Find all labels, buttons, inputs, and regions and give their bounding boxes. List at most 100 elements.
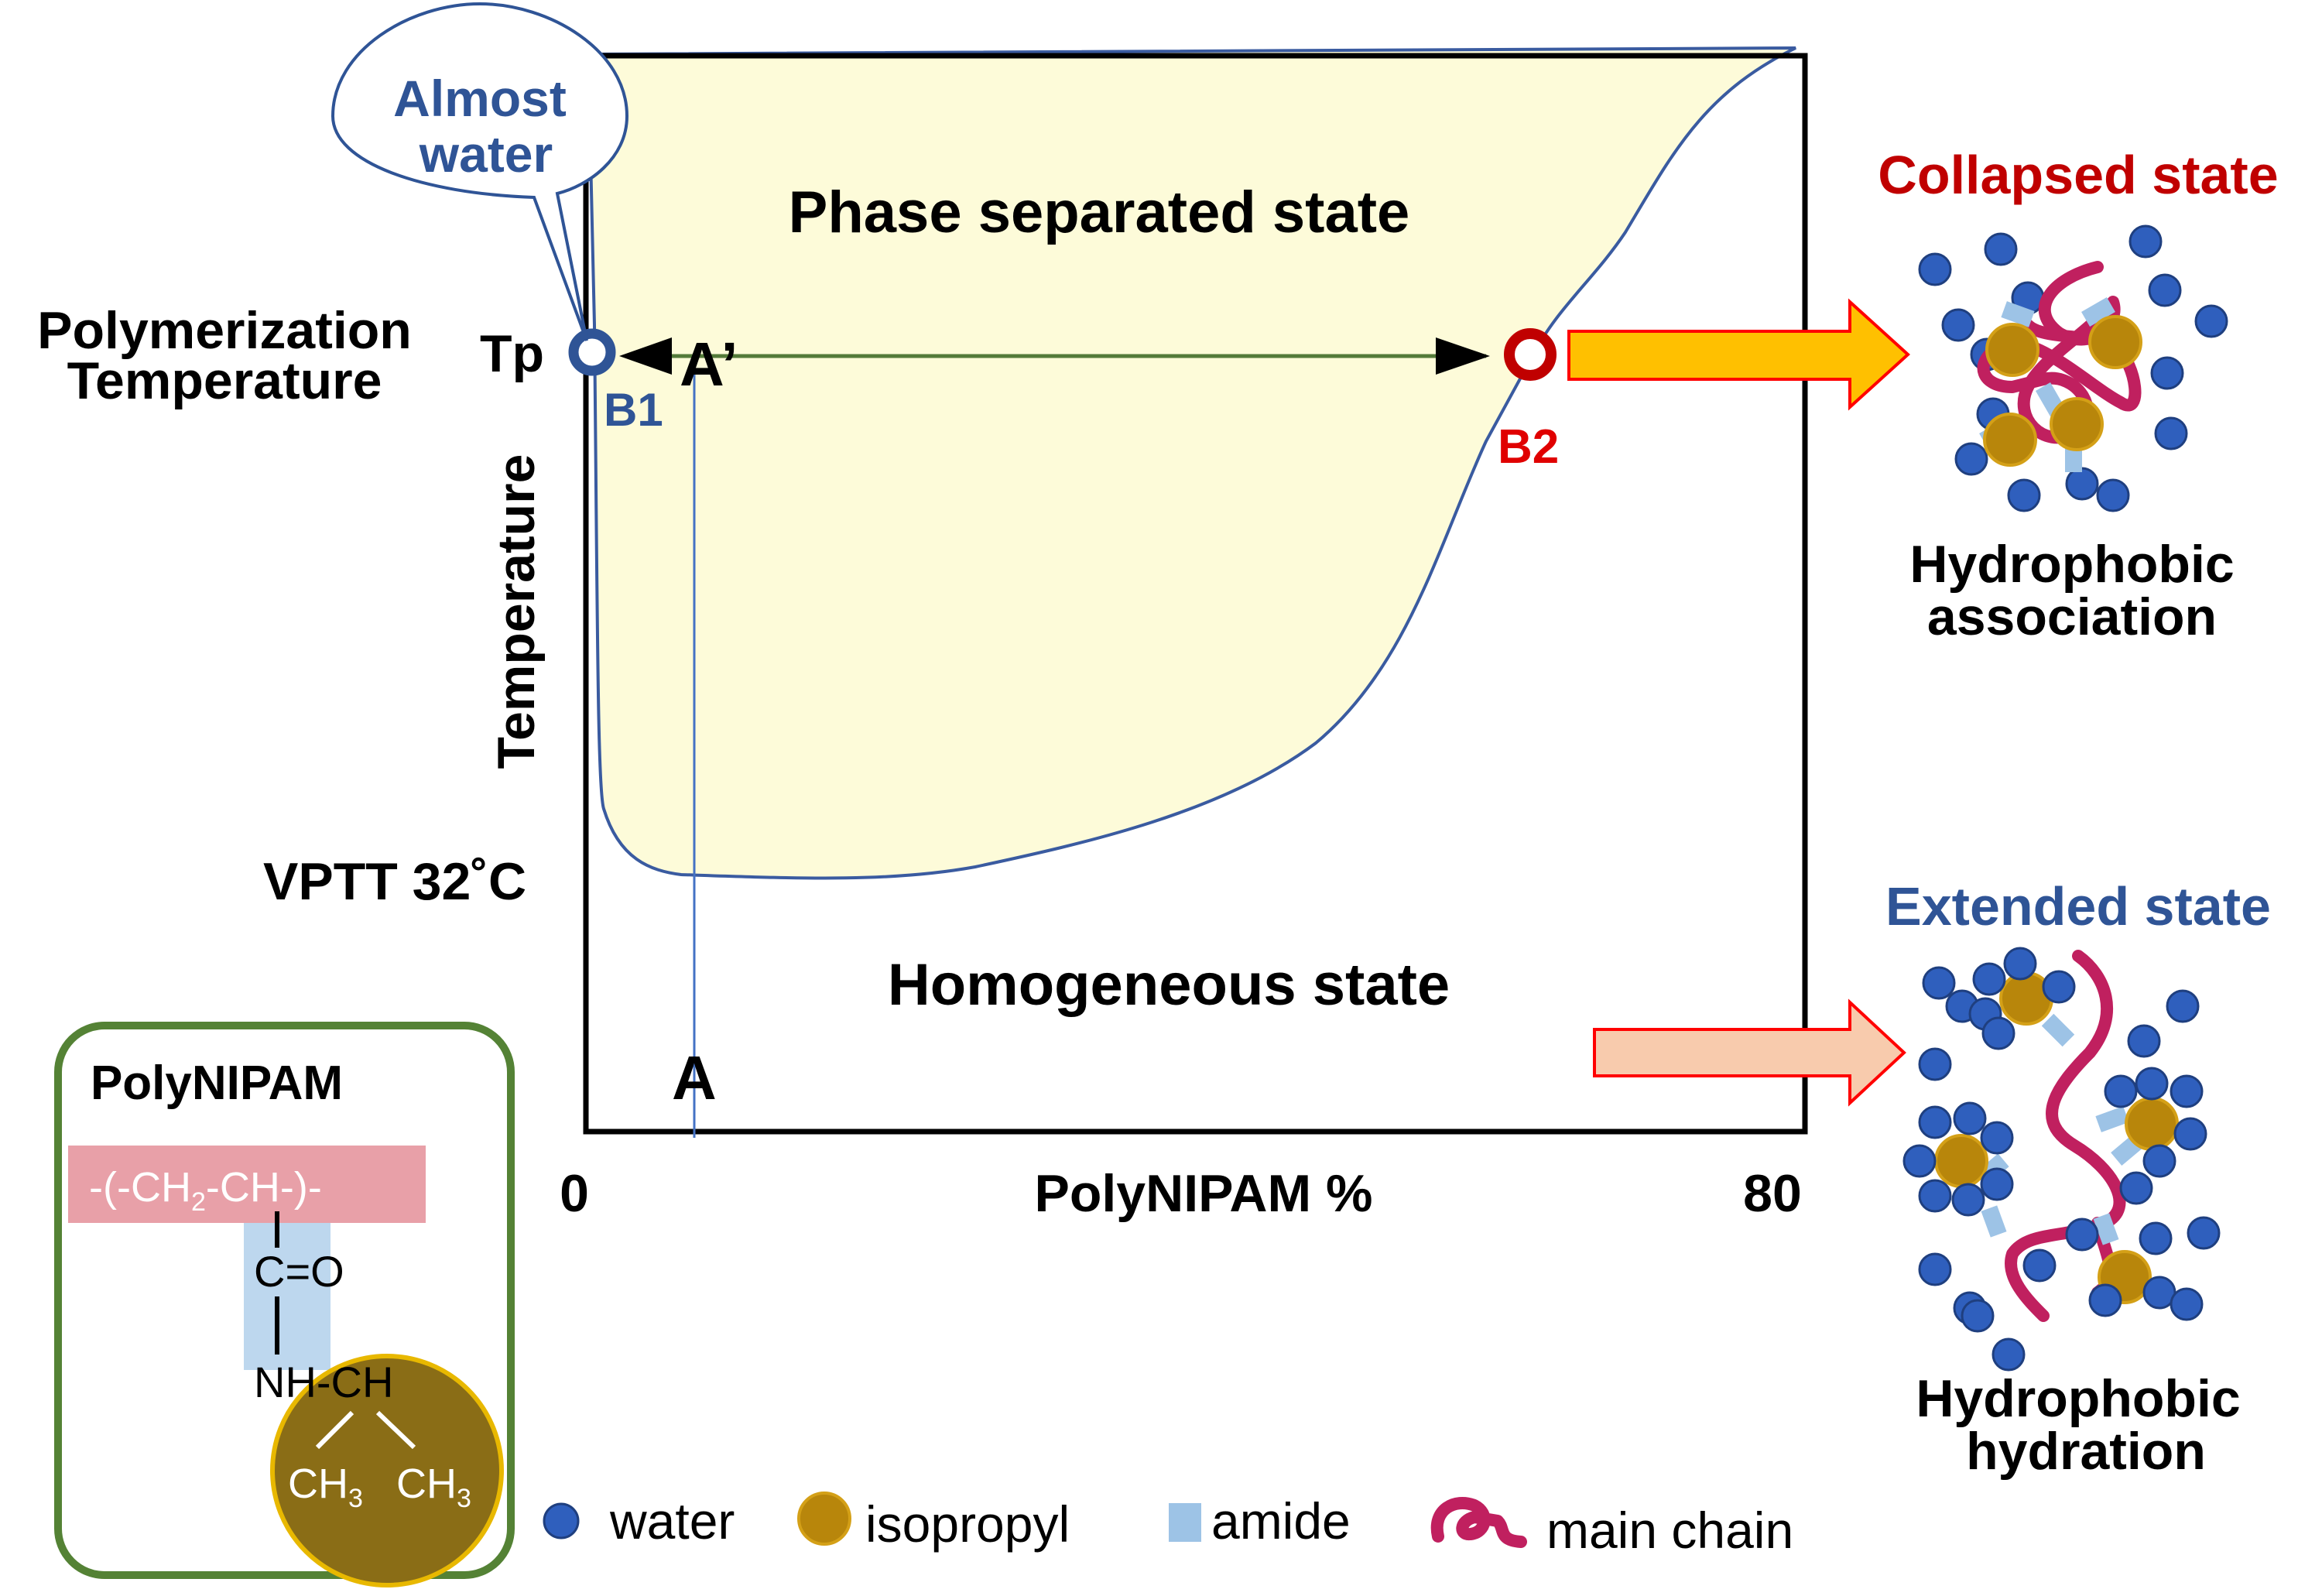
methyl2-label: CH3 — [396, 1461, 471, 1513]
water-molecule — [1972, 962, 2006, 996]
isopropyl-group — [1934, 1134, 1988, 1188]
water-molecule — [1918, 1179, 1952, 1213]
water-molecule — [1918, 252, 1952, 286]
isopropyl-group — [2125, 1097, 2179, 1151]
water-molecule — [2128, 224, 2163, 259]
almost-water-callout: Almost water — [330, 2, 629, 341]
carbonyl-label: C=O — [254, 1247, 344, 1296]
collapsed-arrow-shape — [1567, 298, 1910, 411]
water-molecule — [1951, 1183, 1985, 1217]
callout-bubble — [330, 2, 629, 341]
phase-diagram: Phase separated state Homogeneous state … — [37, 2, 1808, 1223]
legend-isopropyl-icon — [797, 1492, 851, 1546]
water-molecule — [1953, 1101, 1987, 1135]
amide-group — [2095, 1106, 2129, 1132]
water-molecule — [2065, 467, 2099, 501]
homogeneous-label: Homogeneous state — [888, 952, 1450, 1018]
water-molecule — [2119, 1171, 2153, 1205]
point-a-prime-label: A’ — [680, 330, 738, 399]
collapsed-arrow — [1567, 298, 1910, 411]
amide-group — [1981, 1205, 2007, 1238]
bond-ch-methyl2 — [375, 1410, 416, 1450]
legend-water-label: water — [609, 1492, 735, 1550]
water-molecule — [2150, 356, 2184, 390]
water-molecule — [2096, 478, 2130, 512]
isopropyl-group — [1985, 323, 2039, 377]
water-molecule — [1992, 1337, 2026, 1372]
point-b2-marker — [1504, 328, 1557, 381]
amide-group — [2081, 296, 2115, 327]
water-molecule — [2166, 989, 2200, 1023]
polynipam-structure-box: PolyNIPAM -(-CH2-CH-)- C=O NH-CH CH3 CH3 — [54, 1022, 515, 1587]
water-molecule — [1954, 442, 1988, 476]
water-molecule — [2042, 970, 2076, 1004]
point-a-label: A — [672, 1043, 717, 1112]
collapsed-title: Collapsed state — [1878, 145, 2278, 205]
tp-label-line1: Polymerization — [37, 301, 412, 360]
extended-caption-line2: hydration — [1966, 1422, 2206, 1481]
water-molecule — [2139, 1221, 2173, 1255]
y-axis-label: Temperature — [487, 454, 546, 769]
amide-group — [2041, 1013, 2075, 1047]
amide-group — [2001, 301, 2035, 327]
tp-tick-label: Tp — [480, 324, 544, 383]
water-molecule — [2135, 1067, 2169, 1101]
point-b1-label: B1 — [604, 384, 663, 436]
amine-label: NH-CH — [254, 1358, 393, 1406]
extended-arrow-shape — [1593, 998, 1906, 1107]
backbone-part1: -(-CH — [89, 1164, 191, 1211]
plot-frame — [583, 53, 1808, 1135]
binodal-curve — [587, 46, 1796, 880]
callout-line1: Almost — [393, 70, 567, 127]
methyl1-part: CH — [288, 1461, 348, 1507]
water-molecule — [1918, 1252, 1952, 1286]
water-molecule — [2104, 1074, 2138, 1108]
methyl1-label: CH3 — [288, 1461, 363, 1513]
amide-group — [2093, 1213, 2119, 1245]
water-molecule — [1902, 1144, 1937, 1178]
bond-ch-methyl1 — [315, 1410, 354, 1450]
point-b2-label: B2 — [1498, 420, 1559, 474]
water-molecule — [2173, 1117, 2207, 1151]
tp-label-line2: Temperature — [67, 351, 382, 410]
collapsed-caption-line2: association — [1927, 587, 2217, 646]
extended-caption-line1: Hydrophobic — [1916, 1369, 2240, 1428]
isopropyl-group — [2050, 397, 2104, 451]
legend-amide-icon — [1169, 1503, 1201, 1542]
water-molecule — [1984, 232, 2018, 266]
water-molecule — [2022, 1248, 2057, 1283]
extended-state: Extended state — [1885, 876, 2271, 1481]
tie-line-right-arrowhead — [1436, 337, 1490, 375]
isopropyl-highlight — [270, 1354, 504, 1587]
vptt-label: VPTT 32˚C — [263, 852, 526, 911]
legend-water-icon — [543, 1502, 580, 1539]
backbone-formula: -(-CH2-CH-)- — [89, 1164, 322, 1217]
collapsed-state: Collapsed state — [1878, 145, 2278, 646]
amide-group — [2065, 447, 2082, 472]
x-min-label: 0 — [560, 1164, 589, 1223]
water-molecule — [1922, 966, 1956, 1000]
water-molecule — [2088, 1283, 2122, 1317]
water-molecule — [2065, 1218, 2099, 1252]
phase-separated-region — [588, 48, 1796, 878]
extended-arrow — [1593, 998, 1906, 1107]
water-molecule — [2194, 304, 2228, 338]
collapsed-caption-line1: Hydrophobic — [1909, 535, 2234, 594]
isopropyl-group — [1983, 413, 2037, 467]
water-molecule — [2170, 1074, 2204, 1108]
water-molecule — [2170, 1287, 2204, 1321]
water-molecule — [2187, 1216, 2221, 1250]
collapsed-water-molecules — [1918, 224, 2228, 512]
water-molecule — [1981, 1016, 2015, 1050]
water-molecule — [1941, 308, 1975, 342]
legend-main-chain-label: main chain — [1546, 1502, 1793, 1559]
structure-title: PolyNIPAM — [91, 1057, 343, 1110]
isopropyl-group — [2088, 315, 2142, 369]
water-molecule — [2148, 273, 2182, 307]
water-molecule — [2003, 947, 2037, 981]
methyl1-sub: 3 — [348, 1484, 363, 1513]
methyl2-part: CH — [396, 1461, 457, 1507]
water-molecule — [2154, 416, 2188, 450]
water-molecule — [1918, 1047, 1952, 1081]
